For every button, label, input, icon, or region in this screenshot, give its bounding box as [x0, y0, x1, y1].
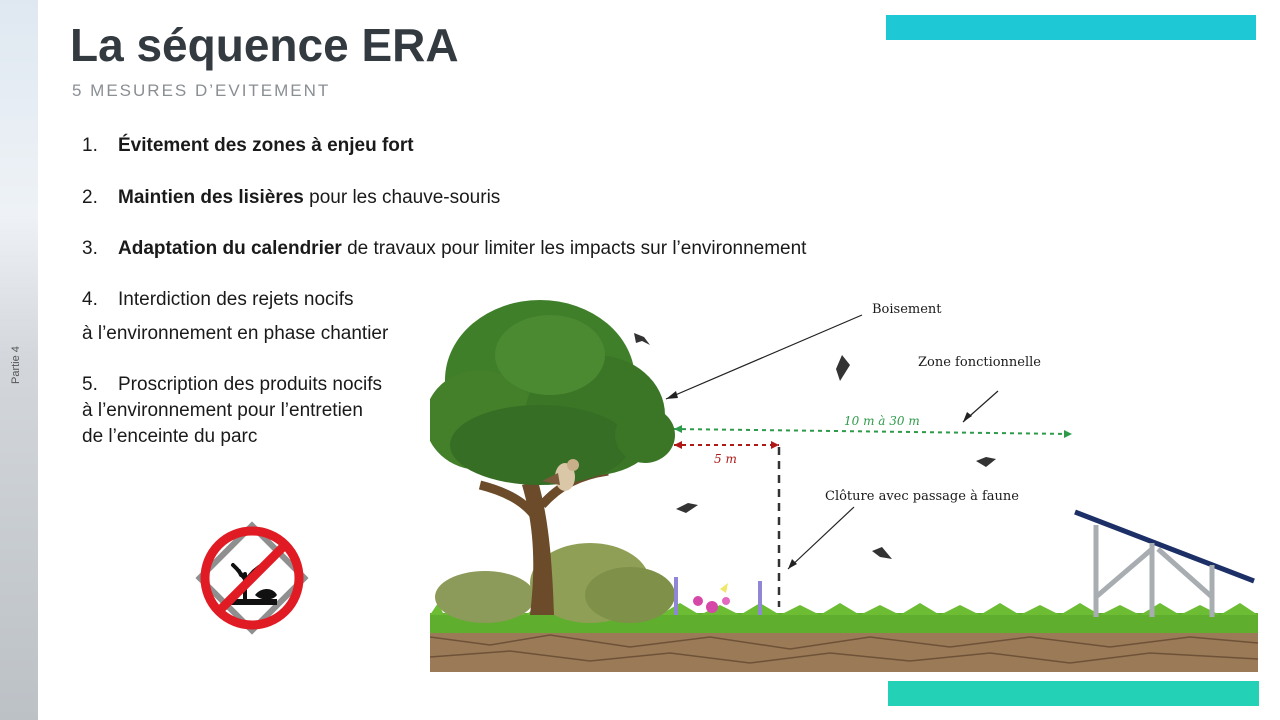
boisement-arrow: [665, 314, 863, 400]
measure-3-text: de travaux pour limiter les impacts sur …: [341, 238, 807, 259]
measure-5-line-2: à l’environnement pour l’entretien: [82, 400, 363, 421]
grass-band: [430, 613, 1258, 633]
measure-5-number: 5.: [82, 374, 98, 395]
measure-4-line-2: à l’environnement en phase chantier: [82, 323, 389, 344]
bat-icon: [976, 457, 996, 467]
measure-4-text-1: Interdiction des rejets nocifs: [118, 289, 354, 310]
top-accent-bar: [886, 15, 1256, 40]
bottom-accent-bar: [888, 681, 1259, 706]
measure-5-line-1: 5. Proscription des produits nocifs: [82, 374, 382, 396]
measure-1-bold: Évitement des zones à enjeu fort: [118, 135, 414, 156]
habitat-illustration: 10 m à 30 m 5 m Boisement Zone fonctionn…: [430, 300, 1259, 672]
measure-3-number: 3.: [82, 238, 98, 259]
cloture-arrow: [787, 506, 855, 570]
bat-icon: [872, 547, 892, 559]
measure-2: 2. Maintien des lisières pour les chauve-…: [82, 187, 500, 209]
measure-4-number: 4.: [82, 289, 98, 310]
label-zone-fonctionnelle: Zone fonctionnelle: [918, 355, 1041, 370]
part-label: Partie 4: [10, 346, 22, 384]
measure-2-number: 2.: [82, 187, 98, 208]
no-pollution-prohibition-icon: [195, 521, 309, 635]
distance-10-30-marker: [673, 425, 1073, 438]
measure-5-line-3: de l’enceinte du parc: [82, 426, 258, 447]
measure-2-text: pour les chauve-souris: [303, 187, 501, 208]
flowers: [674, 577, 762, 615]
bat-icon: [634, 333, 650, 345]
label-cloture: Clôture avec passage à faune: [825, 489, 1019, 504]
tree-icon: [430, 300, 675, 615]
measure-5-text-1: Proscription des produits nocifs: [118, 374, 383, 395]
bat-icon: [836, 355, 850, 381]
measure-2-bold: Maintien des lisières: [118, 187, 304, 208]
distance-large-label: 10 m à 30 m: [844, 414, 920, 428]
slide-subtitle: 5 MESURES D’EVITEMENT: [72, 81, 331, 100]
bird-icon: [542, 459, 579, 491]
distance-small-label: 5 m: [714, 452, 737, 466]
distance-5-marker: [674, 441, 779, 449]
bat-icon: [676, 503, 698, 513]
measure-1: 1. Évitement des zones à enjeu fort: [82, 135, 414, 157]
measure-3: 3. Adaptation du calendrier de travaux po…: [82, 238, 806, 260]
label-boisement: Boisement: [872, 302, 942, 317]
solar-panel-icon: [1074, 509, 1255, 617]
measure-1-number: 1.: [82, 135, 98, 156]
left-side-strip: [0, 0, 38, 720]
measure-3-bold: Adaptation du calendrier: [118, 238, 342, 259]
slide-title: La séquence ERA: [70, 19, 459, 71]
bushes: [435, 543, 675, 623]
measure-4-line-1: 4. Interdiction des rejets nocifs: [82, 289, 354, 311]
